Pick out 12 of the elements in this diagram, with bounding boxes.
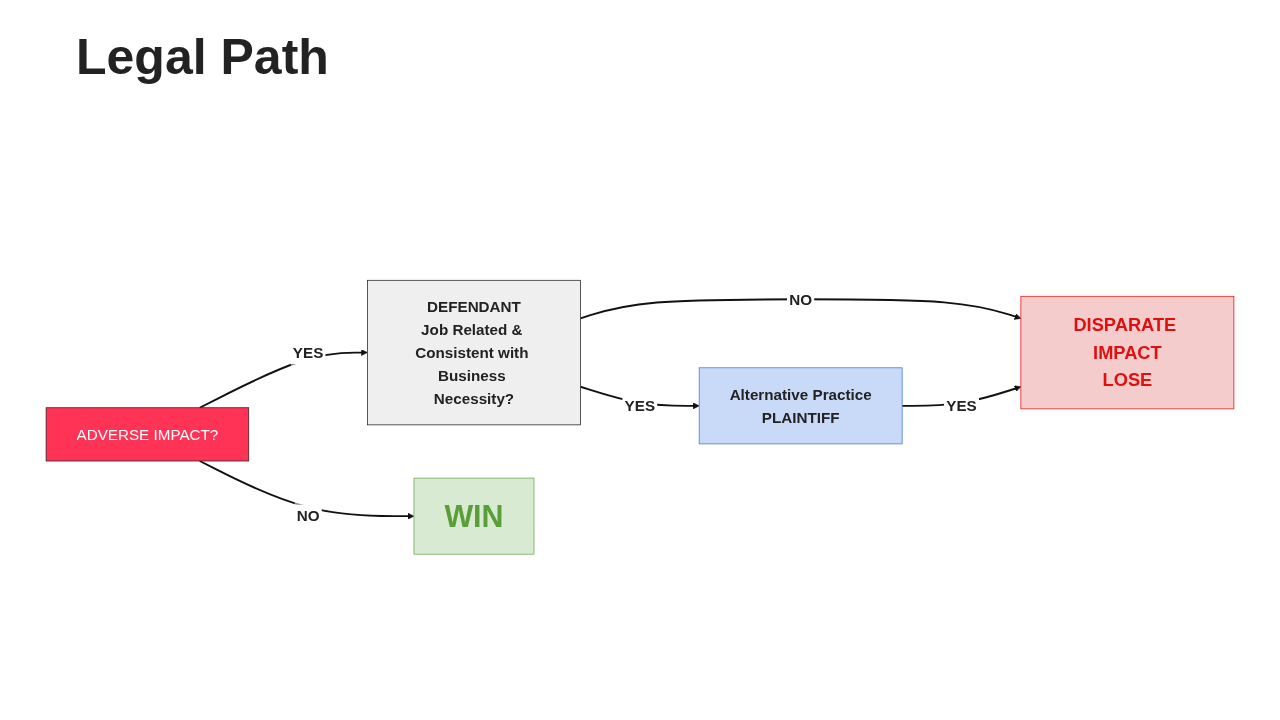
- edge-label: YES: [946, 397, 977, 415]
- node-box: WIN: [413, 478, 535, 555]
- node-box: ADVERSE IMPACT?: [45, 407, 250, 462]
- edge-label: YES: [292, 344, 324, 362]
- edge-label: NO: [296, 508, 320, 525]
- slide-title: Legal Path: [76, 28, 329, 86]
- node-box: DEFENDANT Job Related & Consistent with Business Necessity?: [367, 280, 581, 426]
- arrow: [579, 298, 1022, 321]
- node-box: DISPARATE IMPACT LOSE: [1020, 296, 1235, 410]
- edge-label: YES: [624, 397, 656, 415]
- node-box: Alternative Practice PLAINTIFF: [698, 367, 903, 445]
- edge-label: NO: [789, 291, 813, 309]
